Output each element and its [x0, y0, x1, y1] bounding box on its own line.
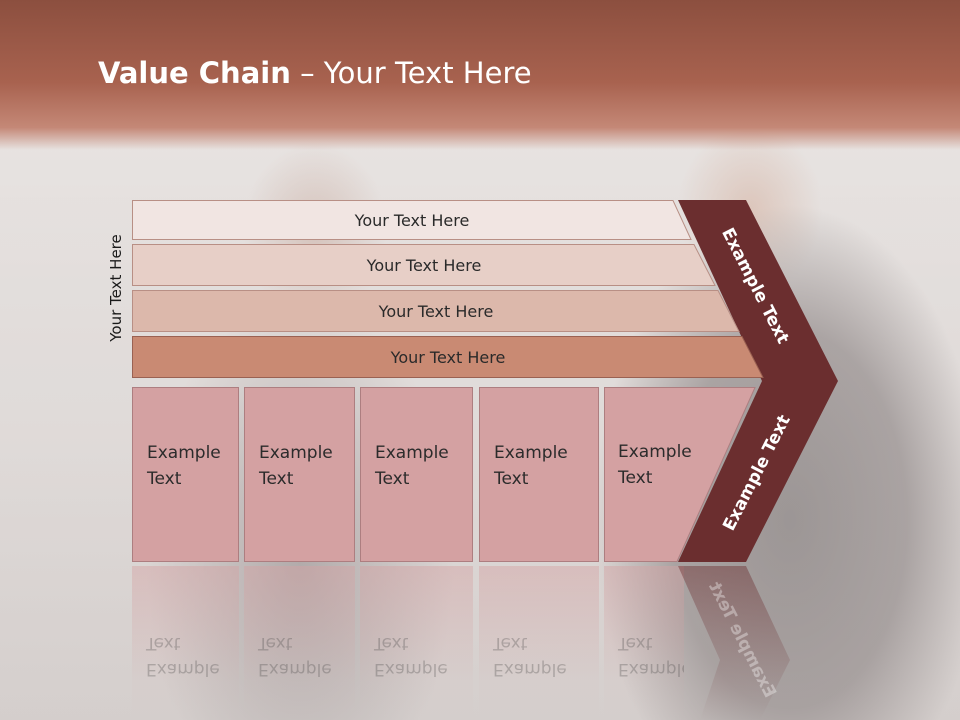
- column-3-line1: Example: [375, 443, 449, 463]
- column-box-2: Example Text: [244, 387, 355, 562]
- band-3: Your Text Here: [132, 290, 740, 332]
- column-box-4: Example Text: [479, 387, 599, 562]
- column-1-line2: Text: [147, 469, 182, 489]
- band-2-label: Your Text Here: [366, 255, 482, 275]
- slide-title: Value Chain – Your Text Here: [98, 56, 532, 90]
- column-2-line2: Text: [259, 469, 294, 489]
- band-4-shape: [132, 336, 764, 378]
- column-box-5: Example Text: [604, 387, 756, 562]
- column-box-3: Example Text: [360, 387, 473, 562]
- column-box-5-shape: [604, 387, 756, 562]
- column-4-line2: Text: [494, 469, 529, 489]
- band-2-shape: [132, 244, 716, 286]
- chevron-shape: [678, 200, 838, 562]
- band-2: Your Text Here: [132, 244, 716, 286]
- title-rest: – Your Text Here: [290, 56, 532, 90]
- column-4-line1: Example: [494, 443, 568, 463]
- band-4: Your Text Here: [132, 336, 764, 378]
- title-bold: Value Chain: [98, 56, 291, 90]
- band-1: Your Text Here: [132, 200, 692, 240]
- band-1-shape: [132, 200, 692, 240]
- column-5-line2: Text: [618, 468, 653, 488]
- band-1-label: Your Text Here: [354, 210, 470, 230]
- column-5-line1: Example: [618, 442, 692, 462]
- band-3-shape: [132, 290, 740, 332]
- column-box-1: Example Text: [132, 387, 239, 562]
- band-4-label: Your Text Here: [390, 347, 506, 367]
- title-bar: [0, 0, 960, 150]
- chevron-reflection: [678, 566, 790, 720]
- column-2-line1: Example: [259, 443, 333, 463]
- column-1-line1: Example: [147, 443, 221, 463]
- band-3-label: Your Text Here: [378, 301, 494, 321]
- column-3-line2: Text: [375, 469, 410, 489]
